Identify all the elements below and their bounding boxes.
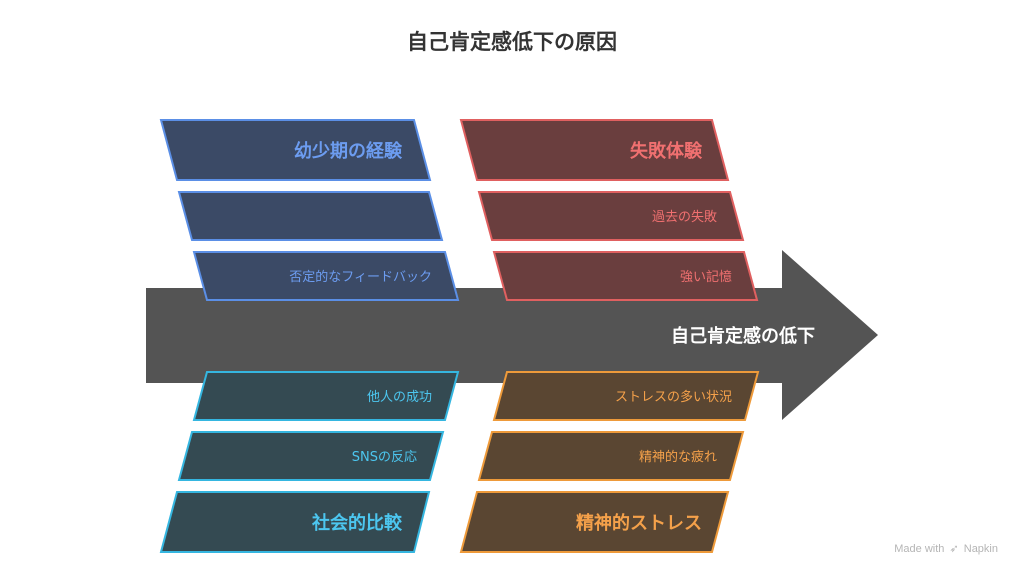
- stress-heading: 精神的ストレス: [576, 512, 702, 534]
- social-item-2: SNSの反応: [352, 450, 417, 465]
- social-heading: 社会的比較: [312, 512, 403, 534]
- childhood-heading: 幼少期の経験: [294, 140, 403, 162]
- social-heading-box: [159, 491, 431, 553]
- failure-item-box-1: [477, 191, 745, 241]
- childhood-item-box-2: [192, 251, 460, 301]
- social-item-1: 他人の成功: [367, 390, 432, 405]
- failure-heading-box: [459, 119, 730, 181]
- category-childhood: 幼少期の経験 否定的なフィードバック: [159, 119, 460, 301]
- childhood-item-2: 否定的なフィードバック: [289, 269, 432, 285]
- category-failure: 失敗体験 過去の失敗 強い記憶: [459, 119, 759, 301]
- footer-credit: Made with ➶ Napkin: [894, 542, 998, 555]
- childhood-heading-box: [159, 119, 432, 181]
- social-item-box-2: [177, 431, 445, 481]
- spine-label: 自己肯定感の低下: [671, 325, 815, 347]
- category-social: 他人の成功 SNSの反応 社会的比較: [159, 371, 460, 553]
- napkin-logo-icon: ➶: [949, 543, 959, 555]
- stress-item-1: ストレスの多い状況: [615, 389, 732, 405]
- failure-item-box-2: [492, 251, 759, 301]
- stress-heading-box: [459, 491, 730, 553]
- stress-item-box-2: [477, 431, 745, 481]
- failure-heading: 失敗体験: [630, 140, 703, 162]
- failure-item-2: 強い記憶: [680, 269, 732, 285]
- childhood-item-box-1: [177, 191, 444, 241]
- page-title: 自己肯定感低下の原因: [407, 30, 617, 54]
- failure-item-1: 過去の失敗: [652, 210, 717, 225]
- social-item-box-1: [192, 371, 460, 421]
- napkin-brand: Napkin: [963, 543, 998, 555]
- stress-item-2: 精神的な疲れ: [639, 449, 717, 465]
- stress-item-box-1: [492, 371, 760, 421]
- made-with-label: Made with: [894, 543, 945, 555]
- category-stress: ストレスの多い状況 精神的な疲れ 精神的ストレス: [459, 371, 760, 553]
